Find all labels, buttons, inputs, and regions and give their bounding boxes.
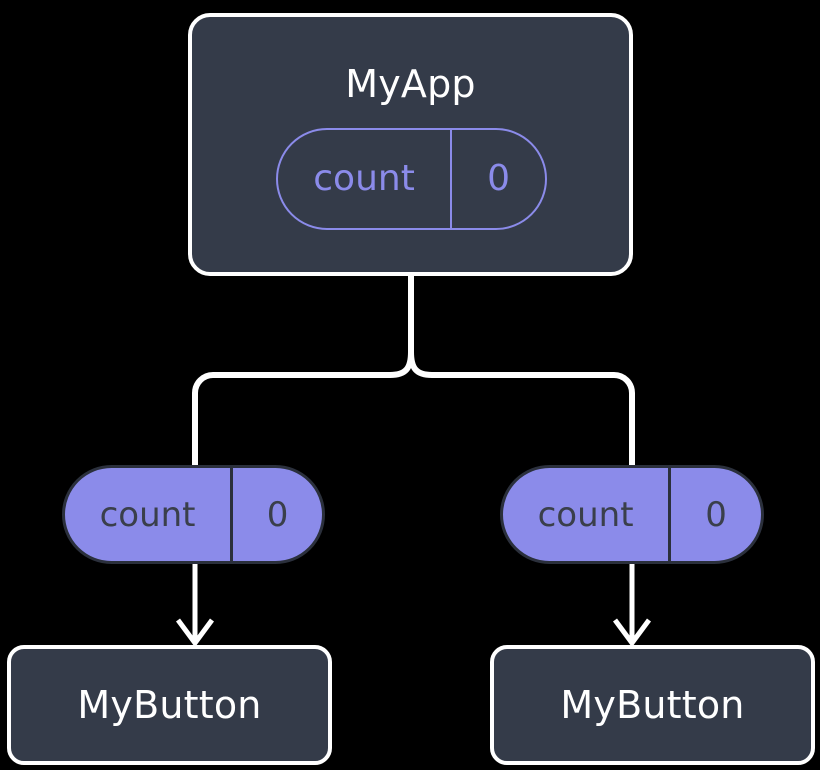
state-pill-right-count[interactable]: count 0 xyxy=(500,465,764,564)
state-pill-key: count xyxy=(537,494,634,535)
component-title-myapp: MyApp xyxy=(345,62,476,106)
state-pill-value: 0 xyxy=(450,130,545,228)
component-node-mybutton-right[interactable]: MyButton xyxy=(490,645,815,765)
state-pill-key: count xyxy=(313,158,415,199)
fork-junction-right xyxy=(408,351,635,465)
state-pill-myapp-count[interactable]: count 0 xyxy=(276,128,547,230)
component-title-mybutton: MyButton xyxy=(560,683,745,727)
component-title-mybutton: MyButton xyxy=(77,683,262,727)
state-pill-value: 0 xyxy=(668,468,761,561)
state-pill-value: 0 xyxy=(230,468,322,561)
right-state-arrowhead-icon xyxy=(612,618,652,648)
fork-junction xyxy=(192,351,414,465)
left-state-arrowhead-icon xyxy=(175,618,215,648)
component-node-mybutton-left[interactable]: MyButton xyxy=(7,645,332,765)
state-pill-left-count[interactable]: count 0 xyxy=(62,465,325,564)
state-pill-key: count xyxy=(99,494,196,535)
